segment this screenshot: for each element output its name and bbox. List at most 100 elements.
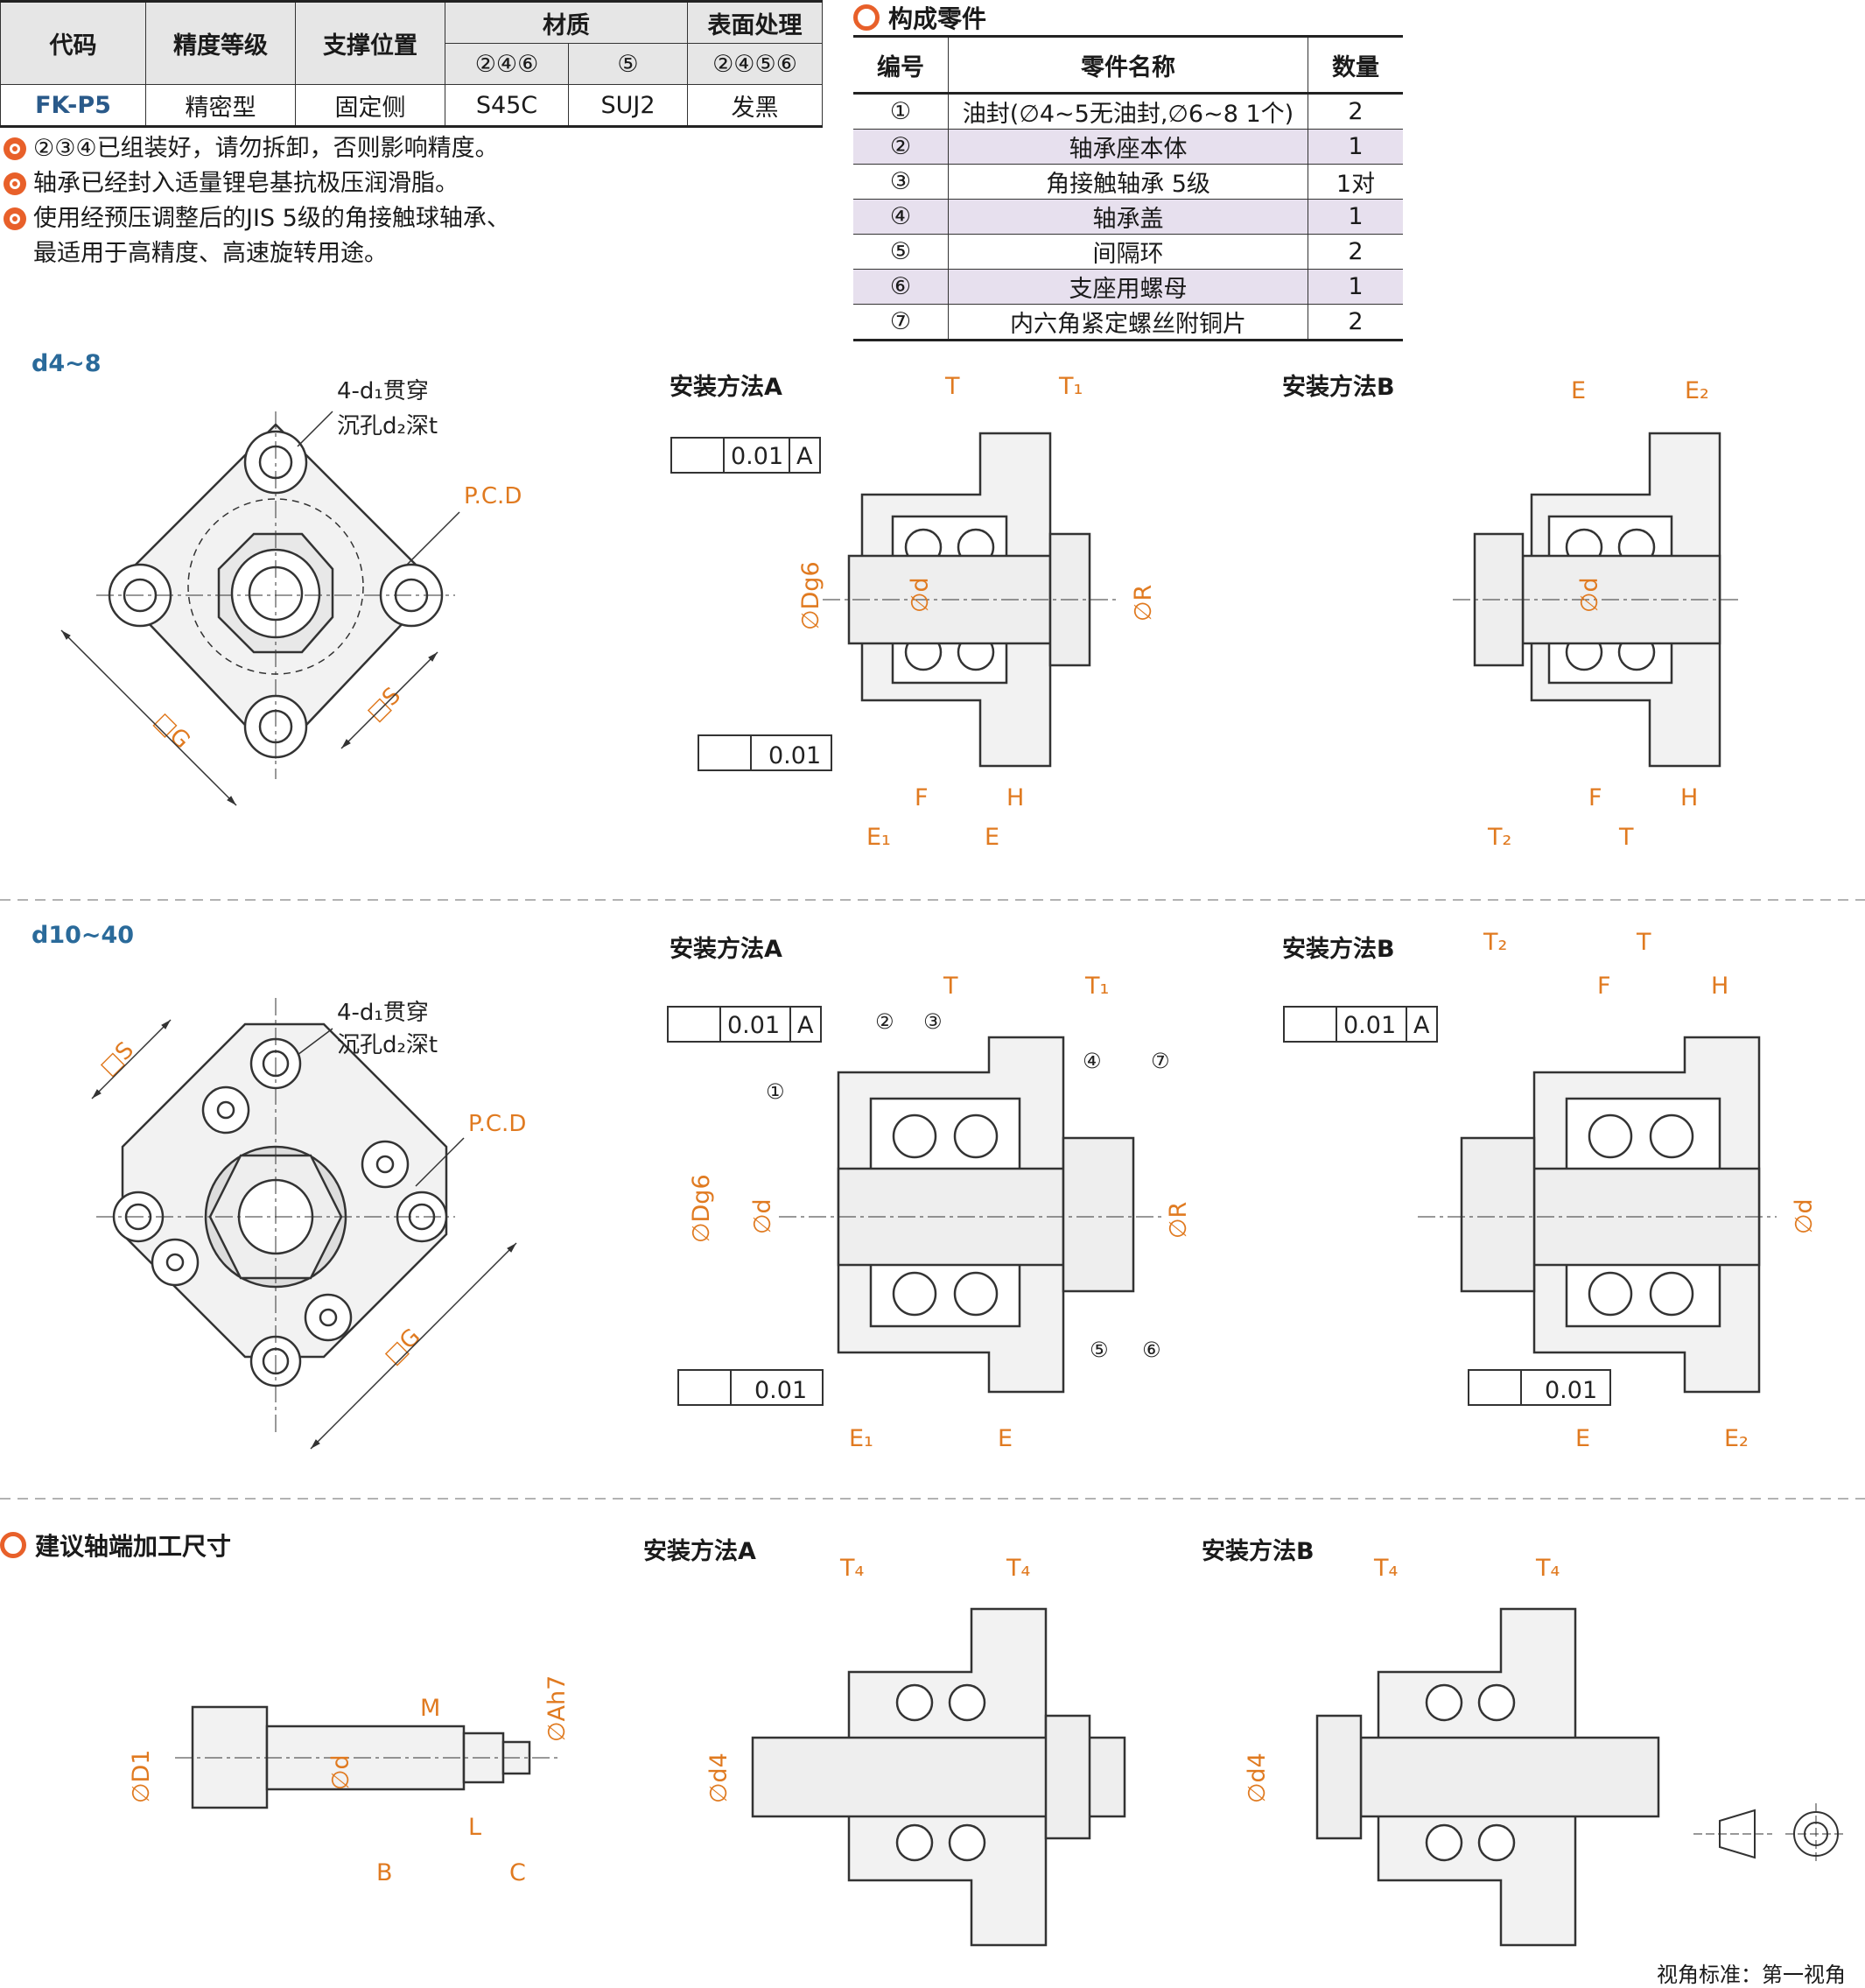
parts-qty: 2 — [1308, 93, 1403, 130]
method-b-label: 安装方法B — [1282, 936, 1395, 963]
flat-value: 0.01 — [1545, 1377, 1597, 1404]
dim-B: B — [376, 1859, 393, 1886]
datum-label: A — [797, 1012, 814, 1039]
view-standard: 视角标准：第一视角 — [1657, 1963, 1846, 1987]
dim-T4: T₄ — [1373, 1555, 1398, 1582]
nut — [1062, 1136, 1135, 1293]
note-item: 轴承已经封入适量锂皂基抗极压润滑脂。 — [4, 166, 510, 201]
dim-d4: ∅d4 — [1244, 1753, 1271, 1803]
callout-1: ① — [766, 1079, 785, 1104]
method-b-label: 安装方法B — [1282, 374, 1395, 401]
pcd-label: P.C.D — [468, 1111, 526, 1137]
hole-note1: 4-d₁贯穿 — [337, 1000, 429, 1026]
callout-3: ③ — [923, 1009, 943, 1034]
g-label: □G — [380, 1324, 426, 1370]
dim-L: L — [468, 1814, 481, 1841]
dim-E: E — [998, 1425, 1013, 1452]
dim-C: C — [509, 1859, 526, 1886]
header-material-sub1: ②④⑥ — [445, 43, 569, 85]
s-label: □S — [362, 683, 406, 727]
nut — [1460, 1136, 1536, 1293]
parts-no: ⑤ — [853, 234, 949, 270]
method-a-label: 安装方法A — [643, 1538, 756, 1565]
header-code: 代码 — [0, 0, 146, 85]
dim-T1: T₁ — [1058, 373, 1083, 400]
header-material-sub2: ⑤ — [568, 43, 688, 85]
dim-E: E — [985, 824, 999, 851]
dim-F: F — [1588, 784, 1602, 811]
front-view-small — [96, 411, 455, 779]
note-text: ②③④已组装好，请勿拆卸，否则影响精度。 — [33, 135, 499, 162]
shaft-section-title: 建议轴端加工尺寸 — [0, 1528, 231, 1563]
bullet-icon — [4, 207, 26, 230]
method-b-label: 安装方法B — [1202, 1538, 1315, 1565]
spec-table: 代码 精度等级 支撑位置 材质 表面处理 ②④⑥ ⑤ ②④⑤⑥ FK-P5 精密… — [0, 0, 823, 128]
parts-qty: 2 — [1308, 234, 1403, 270]
shaft-method-a — [751, 1607, 1126, 1947]
flat-value: 0.01 — [754, 1377, 807, 1404]
cell-support: 固定侧 — [295, 84, 445, 128]
parts-title-text: 构成零件 — [888, 4, 987, 33]
dim-R: ∅R — [1130, 585, 1157, 622]
dim-T4: T₄ — [1006, 1555, 1030, 1582]
note-item: ②③④已组装好，请勿拆卸，否则影响精度。 — [4, 131, 510, 166]
header-surface-sub: ②④⑤⑥ — [687, 43, 823, 85]
parts-name: 轴承盖 — [948, 199, 1308, 235]
cell-precision: 精密型 — [145, 84, 296, 128]
dim-F: F — [1597, 973, 1611, 1000]
dim-Dg6: ∅Dg6 — [797, 561, 824, 630]
dim-T: T — [1636, 929, 1651, 956]
dim-T2: T₂ — [1487, 824, 1511, 851]
dim-E: E — [1571, 377, 1586, 404]
parts-qty: 1 — [1308, 129, 1403, 165]
g-label: □G — [149, 708, 195, 755]
header-surface: 表面处理 — [687, 0, 823, 44]
dim-D1: ∅D1 — [128, 1750, 155, 1804]
callout-5: ⑤ — [1090, 1338, 1109, 1362]
parts-name: 内六角紧定螺丝附铜片 — [948, 304, 1308, 341]
dim-d: ∅d — [907, 577, 934, 613]
callout-4: ④ — [1083, 1049, 1102, 1073]
first-angle-symbol — [1693, 1803, 1847, 1865]
dim-d4: ∅d4 — [705, 1753, 733, 1803]
shaft-end-drawing — [175, 1705, 560, 1809]
hole-note2: 沉孔d₂深t — [337, 413, 438, 439]
pcd-label: P.C.D — [464, 483, 522, 509]
side-view-method-b-small — [1453, 432, 1742, 768]
parts-name: 轴承座本体 — [948, 129, 1308, 165]
dim-M: M — [420, 1695, 440, 1722]
note-text: 使用经预压调整后的JIS 5级的角接触球轴承、 — [33, 205, 510, 232]
dim-E1: E₁ — [849, 1425, 873, 1452]
dim-T: T — [943, 973, 958, 1000]
dim-T1: T₁ — [1084, 973, 1109, 1000]
side-view-method-a-large — [779, 1036, 1164, 1394]
method-a-label: 安装方法A — [670, 936, 782, 963]
dim-F: F — [915, 784, 929, 811]
dim-d: ∅d — [1791, 1198, 1818, 1234]
ring-icon — [853, 4, 880, 31]
flat-value: 0.01 — [768, 742, 821, 769]
callout-6: ⑥ — [1142, 1338, 1161, 1362]
dim-E2: E₂ — [1685, 377, 1709, 404]
dim-T: T — [1618, 824, 1634, 851]
perp-value: 0.01 — [1343, 1012, 1396, 1039]
parts-no: ⑦ — [853, 304, 949, 341]
dim-H: H — [1711, 973, 1728, 1000]
note-text: 最适用于高精度、高速旋转用途。 — [33, 240, 388, 267]
cell-surface: 发黑 — [687, 84, 823, 128]
dim-Ah7: ∅Ah7 — [543, 1675, 571, 1742]
dim-T4: T₄ — [1535, 1555, 1560, 1582]
dim-d: ∅d — [1576, 577, 1603, 613]
notes: ②③④已组装好，请勿拆卸，否则影响精度。 轴承已经封入适量锂皂基抗极压润滑脂。 … — [4, 131, 510, 271]
parts-no: ② — [853, 129, 949, 165]
dim-H: H — [1680, 784, 1698, 811]
part-callouts: ① ② ③ ④ ⑦ ⑤ ⑥ — [766, 1009, 1170, 1362]
dim-T2: T₂ — [1483, 929, 1507, 956]
dim-T4: T₄ — [839, 1555, 864, 1582]
